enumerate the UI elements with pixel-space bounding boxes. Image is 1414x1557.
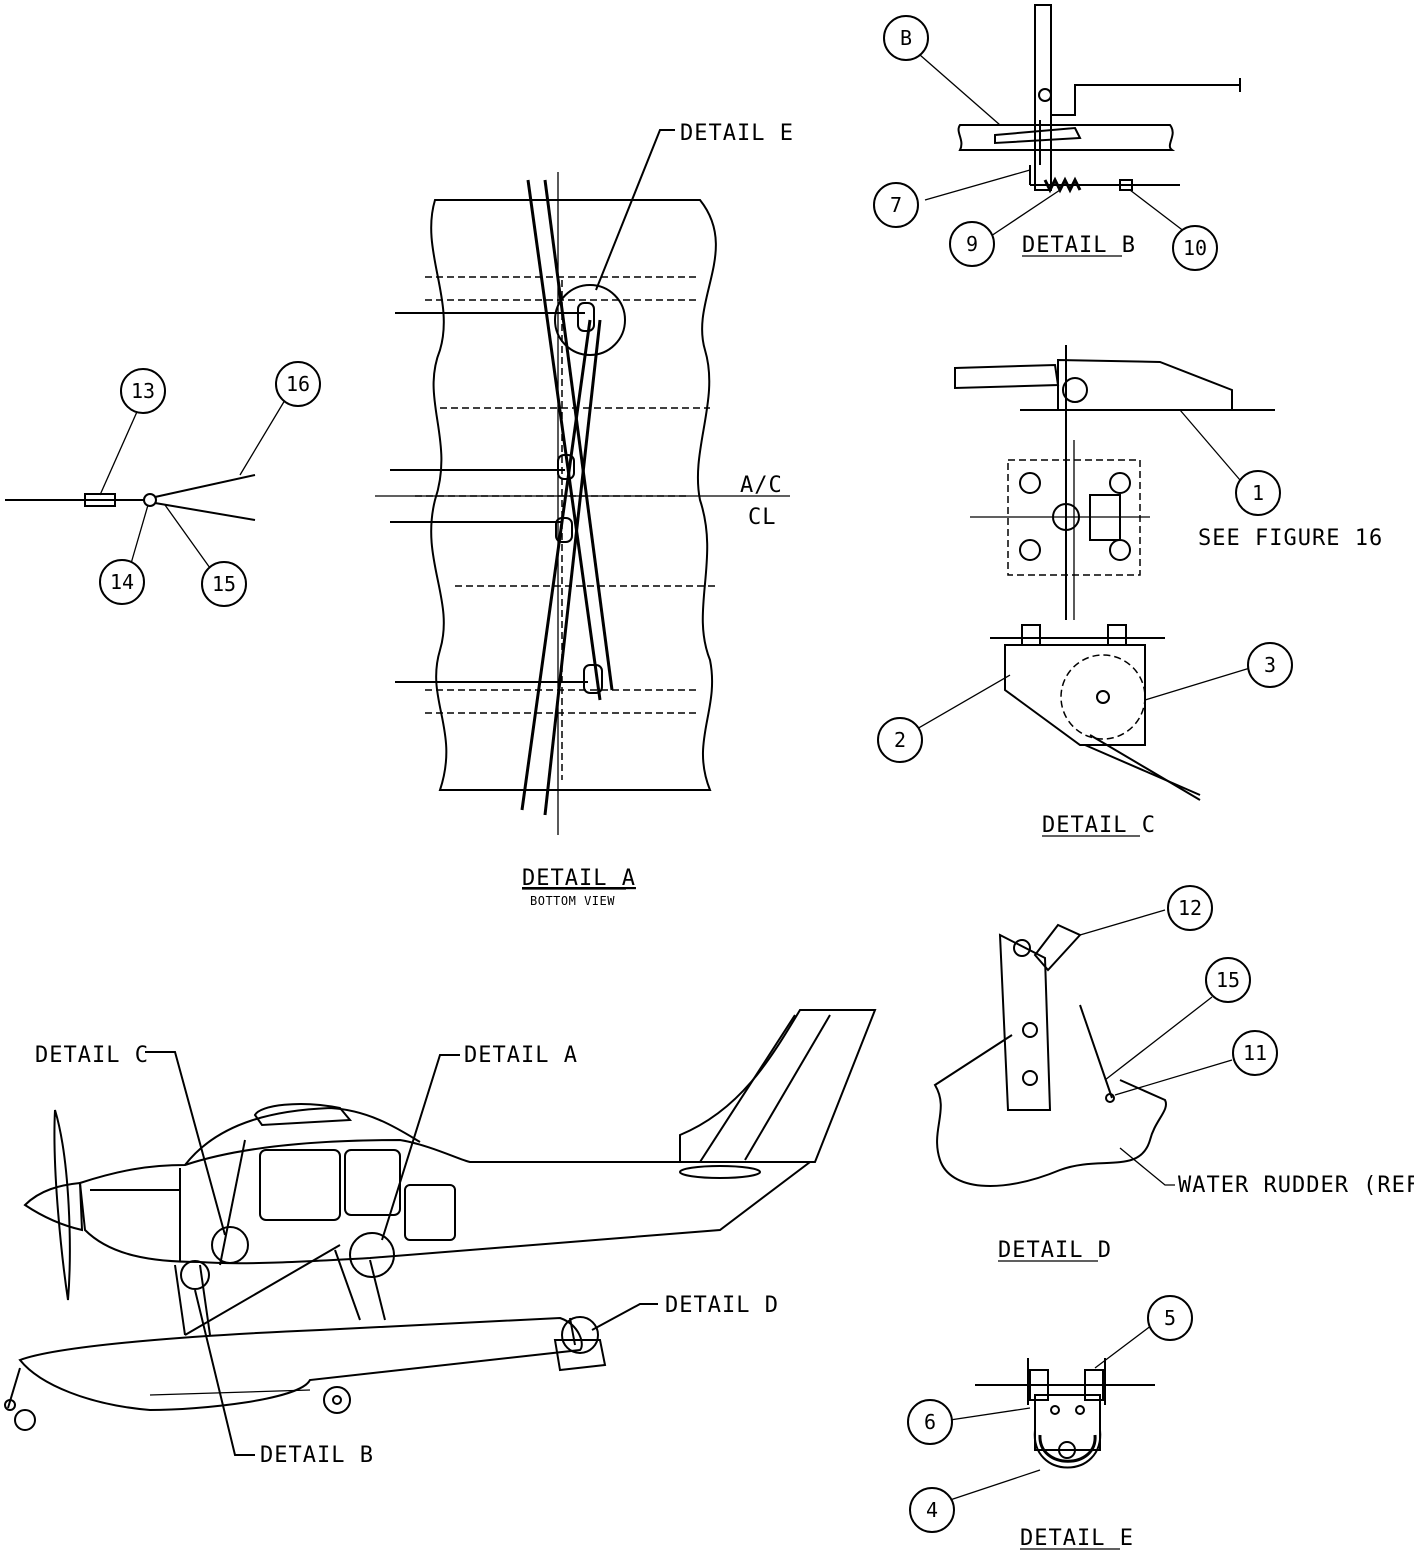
detail-a-subtitle: BOTTOM VIEW <box>530 894 615 908</box>
callout-14: 14 <box>110 570 134 594</box>
callout-4: 4 <box>926 1498 938 1522</box>
callout-12: 12 <box>1178 896 1202 920</box>
detail-a-title: DETAIL A <box>522 866 636 891</box>
cl-label: CL <box>748 505 777 530</box>
detail-e-reference-circle <box>554 284 626 356</box>
callout-2: 2 <box>894 728 906 752</box>
water-rudder-label: WATER RUDDER (REF) <box>1178 1173 1414 1198</box>
callout-9: 9 <box>966 232 978 256</box>
ac-label: A/C <box>740 473 783 498</box>
detail-b-pointer-label: DETAIL B <box>260 1443 374 1468</box>
propeller <box>53 1109 71 1301</box>
detail-c-pointer-label: DETAIL C <box>35 1043 149 1068</box>
callout-6: 6 <box>924 1410 936 1434</box>
callout-5: 5 <box>1164 1306 1176 1330</box>
detail-a-pointer-label: DETAIL A <box>464 1043 578 1068</box>
detail-e-title: DETAIL E <box>1020 1526 1134 1551</box>
detail-d-pointer-label: DETAIL D <box>665 1293 779 1318</box>
fuselage <box>78 1138 813 1265</box>
detail-e: 5 6 4 DETAIL E <box>907 1295 1193 1551</box>
callout-b: B <box>900 26 912 50</box>
callout-7: 7 <box>890 193 902 217</box>
cable-assembly: 13 14 15 16 <box>5 361 321 607</box>
detail-c: 1 SEE FIGURE 16 2 3 DETAIL C <box>877 345 1383 838</box>
detail-a-bottom-view: DETAIL E A/C CL DETAIL A BOTTOM VIEW <box>375 121 794 908</box>
detail-e-pointer-label: DETAIL E <box>680 121 794 146</box>
callout-13: 13 <box>131 379 155 403</box>
seaplane-side-view: DETAIL C DETAIL A DETAIL D DETAIL B <box>4 1009 877 1468</box>
callout-11: 11 <box>1243 1041 1267 1065</box>
detail-d: 12 15 11 WATER RUDDER (REF) DETAIL D <box>933 885 1414 1263</box>
float <box>18 1316 583 1412</box>
detail-d-title: DETAIL D <box>998 1238 1112 1263</box>
callout-15-rudder: 15 <box>1216 968 1240 992</box>
rudder-cables <box>520 179 614 816</box>
detail-b: B 7 9 10 DETAIL B <box>873 4 1241 271</box>
vertical-tail <box>679 1009 877 1163</box>
see-figure-16-note: SEE FIGURE 16 <box>1198 526 1383 551</box>
callout-1: 1 <box>1252 481 1264 505</box>
detail-a-outline <box>430 199 717 791</box>
callout-15-cable: 15 <box>212 572 236 596</box>
detail-b-title: DETAIL B <box>1022 233 1136 258</box>
callout-16: 16 <box>286 372 310 396</box>
callout-10: 10 <box>1183 236 1207 260</box>
callout-3: 3 <box>1264 653 1276 677</box>
detail-c-title: DETAIL C <box>1042 813 1156 838</box>
pulley-brackets <box>390 302 603 694</box>
